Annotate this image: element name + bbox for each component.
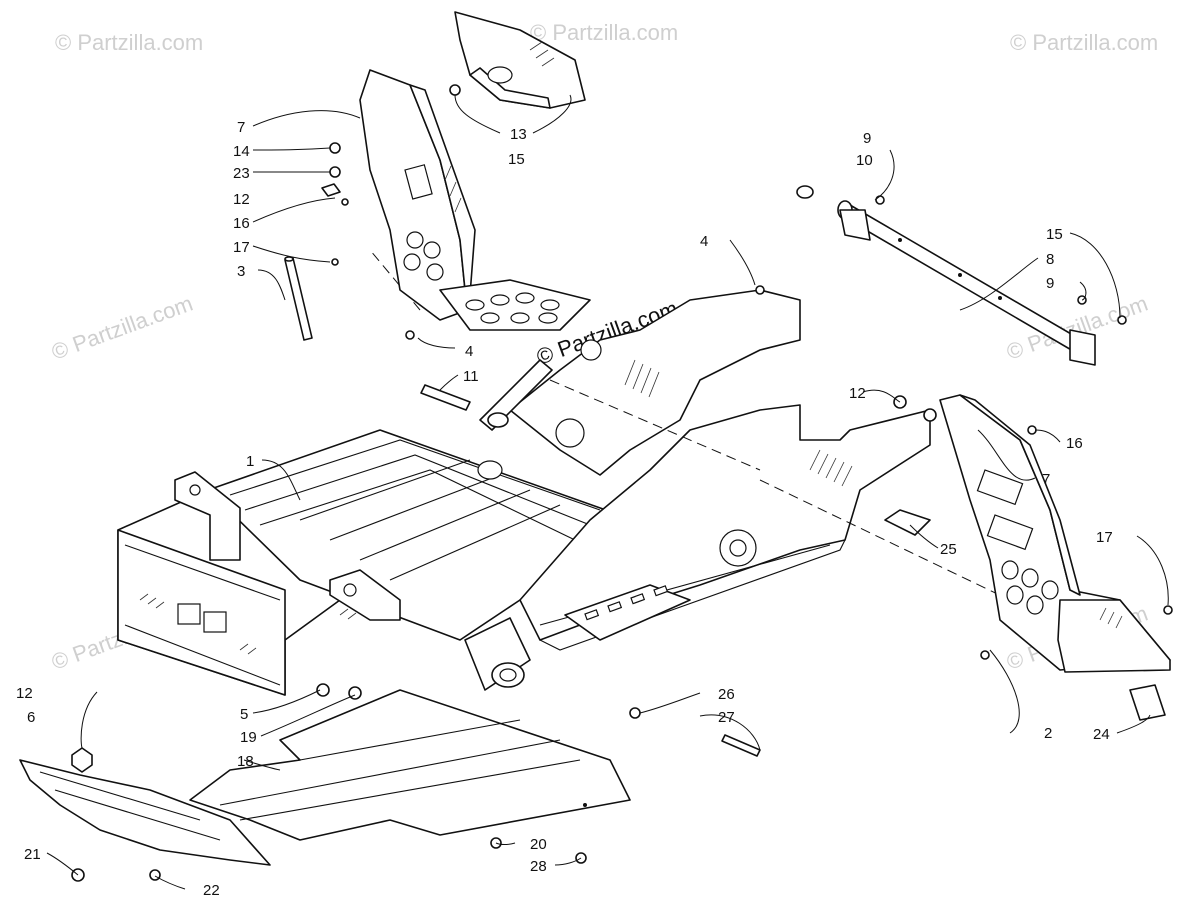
callout-20: 20 [530,836,547,853]
callout-27: 27 [718,709,735,726]
steering-shaft [796,185,1096,366]
front-bumper [19,759,271,866]
callout-1: 1 [246,453,254,470]
callout-12-right: 12 [849,385,866,402]
belly-pan [189,689,631,841]
callout-17-right: 17 [1096,529,1113,546]
callout-26: 26 [718,686,735,703]
callout-15-right: 15 [1046,226,1063,243]
callout-21: 21 [24,846,41,863]
chassis-frame [117,249,1011,696]
callout-23: 23 [233,165,250,182]
callout-9-upper: 9 [863,130,871,147]
callout-10: 10 [856,152,873,169]
callout-12-left: 12 [233,191,250,208]
callout-9-lower: 9 [1046,275,1054,292]
callout-24: 24 [1093,726,1110,743]
right-steering-support [939,394,1171,673]
callout-4-lower: 4 [465,343,473,360]
callout-25: 25 [940,541,957,558]
left-steering-support [359,69,591,331]
callout-7-right: 7 [1042,471,1050,488]
callout-7-left: 7 [237,119,245,136]
callout-2: 2 [1044,725,1052,742]
callout-3: 3 [237,263,245,280]
callout-15-left: 15 [508,151,525,168]
callout-16-right: 16 [1066,435,1083,452]
callout-18: 18 [237,753,254,770]
callout-11: 11 [463,368,479,385]
leader-lines [46,94,1169,890]
callout-4-upper: 4 [700,233,708,250]
callout-17-left: 17 [233,239,250,256]
hardware [71,84,1173,882]
watermark-text: © Partzilla.com [1010,30,1158,55]
callout-12-bottom: 12 [16,685,33,702]
watermark-text: © Partzilla.com [55,30,203,55]
callout-13: 13 [510,126,527,143]
callout-6: 6 [27,709,35,726]
callout-22: 22 [203,882,220,899]
callout-19: 19 [240,729,257,746]
callout-8: 8 [1046,251,1054,268]
callout-28: 28 [530,858,547,875]
watermark-text: © Partzilla.com [48,291,196,365]
callout-16-left: 16 [233,215,250,232]
callout-5: 5 [240,706,248,723]
rod [284,256,313,341]
callout-14: 14 [233,143,250,160]
steering-bracket [454,11,586,109]
watermark-text: © Partzilla.com [530,20,678,45]
callout-labels: 1 2 3 4 4 5 6 7 7 8 9 9 10 11 12 12 12 1… [16,119,1113,899]
